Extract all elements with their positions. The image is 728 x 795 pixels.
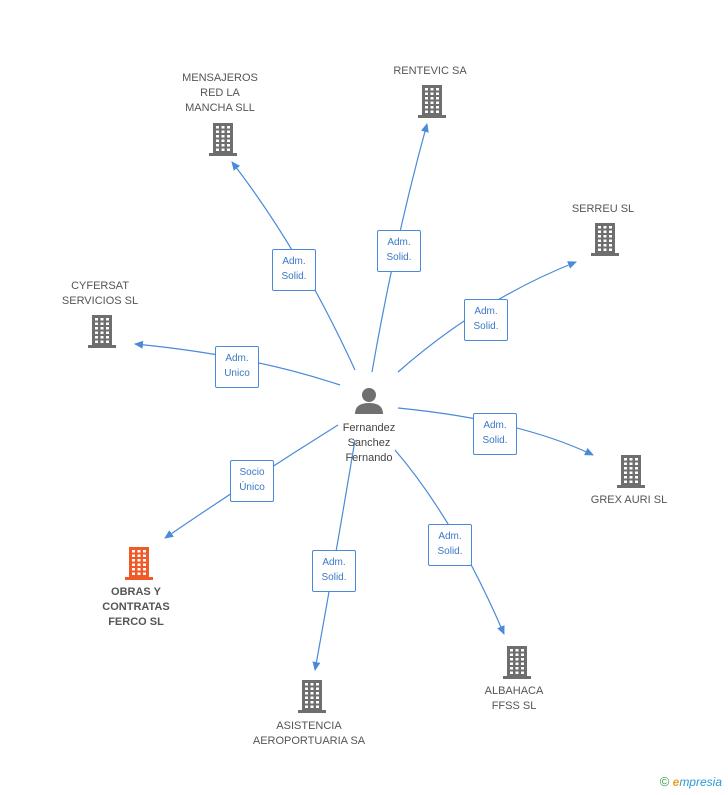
relation-label-obras: Socio Único — [230, 460, 274, 502]
building-icon-rentevic — [418, 85, 446, 118]
building-icon-albahaca — [503, 646, 531, 679]
company-label-serreu[interactable]: SERREU SL — [571, 203, 635, 215]
building-icon-obras — [125, 547, 153, 580]
building-icon-asistencia — [298, 680, 326, 713]
company-label-albahaca[interactable]: ALBAHACA FFSS SL — [484, 685, 544, 712]
person-name-label: Fernandez Sanchez Fernando — [342, 422, 396, 464]
relation-label-asistencia: Adm. Solid. — [312, 550, 356, 592]
building-icon-mensajeros — [209, 123, 237, 156]
building-icon-cyfersat — [88, 315, 116, 348]
copyright-icon: © — [659, 774, 670, 789]
relation-label-mensajeros: Adm. Solid. — [272, 249, 316, 291]
building-icon-grex — [617, 455, 645, 488]
relation-label-serreu: Adm. Solid. — [464, 299, 508, 341]
relation-label-cyfersat: Adm. Unico — [215, 346, 259, 388]
company-label-rentevic[interactable]: RENTEVIC SA — [393, 65, 467, 77]
relation-label-albahaca: Adm. Solid. — [428, 524, 472, 566]
brand-e: e — [672, 775, 680, 789]
company-label-cyfersat[interactable]: CYFERSAT SERVICIOS SL — [61, 280, 139, 307]
building-icon-serreu — [591, 223, 619, 256]
relation-label-grex: Adm. Solid. — [473, 413, 517, 455]
company-label-obras[interactable]: OBRAS Y CONTRATAS FERCO SL — [102, 586, 170, 628]
empresia-copyright: © empresia — [660, 774, 722, 789]
relation-label-rentevic: Adm. Solid. — [377, 230, 421, 272]
brand-name: mpresia — [679, 775, 722, 789]
company-label-mensajeros[interactable]: MENSAJEROS RED LA MANCHA SLL — [182, 72, 258, 114]
person-icon — [355, 388, 383, 414]
company-label-asistencia[interactable]: ASISTENCIA AEROPORTUARIA SA — [252, 720, 366, 747]
company-label-grex[interactable]: GREX AURI SL — [590, 494, 668, 506]
